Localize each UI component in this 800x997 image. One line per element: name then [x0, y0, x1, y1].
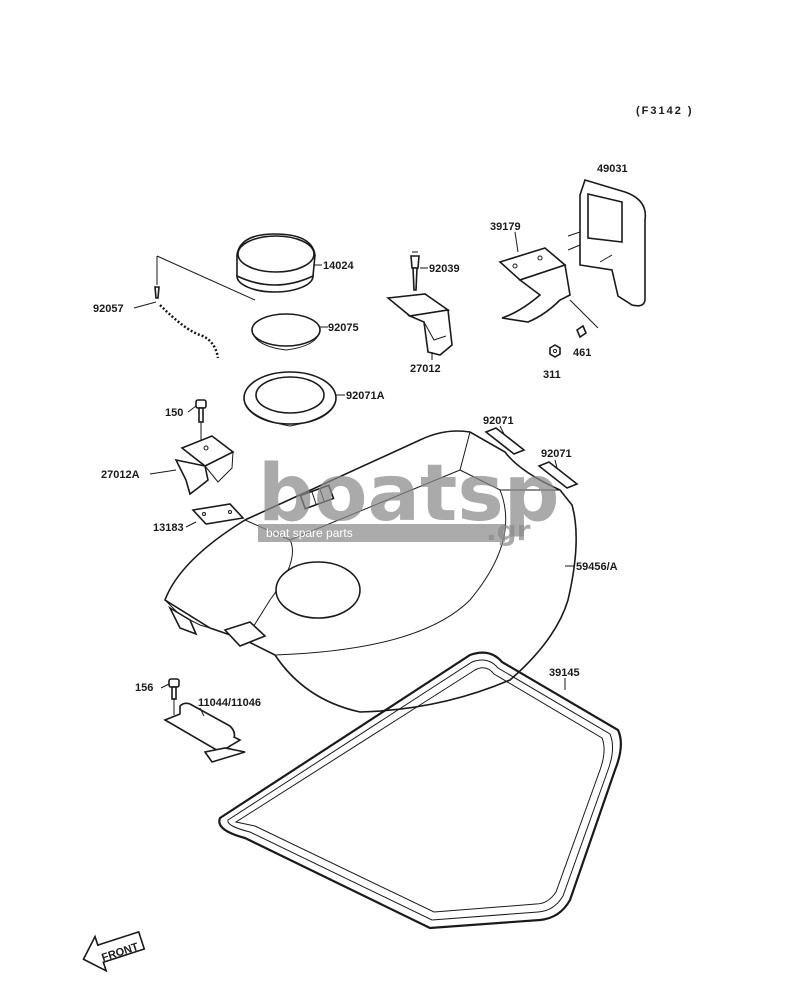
part-59456A-hood[interactable]	[164, 430, 577, 713]
part-14024-cap[interactable]	[236, 233, 316, 293]
part-27012-bracket[interactable]	[386, 293, 453, 356]
label-59456A[interactable]: 59456/A	[576, 561, 618, 573]
part-150-bolt[interactable]	[195, 399, 207, 440]
part-92075-disc[interactable]	[251, 313, 321, 351]
diagram-code: (F3142 )	[636, 105, 694, 117]
part-39179-bracket[interactable]	[498, 247, 571, 323]
label-27012[interactable]: 27012	[410, 363, 441, 375]
label-92057[interactable]: 92057	[93, 303, 124, 315]
part-92057-chain[interactable]	[154, 255, 256, 359]
watermark-tagline: boat spare parts	[266, 526, 353, 540]
part-49031-panel[interactable]	[567, 179, 647, 307]
label-150[interactable]: 150	[165, 407, 183, 419]
label-49031[interactable]: 49031	[597, 163, 628, 175]
part-92071-strip-left[interactable]	[484, 427, 526, 455]
label-92071-right[interactable]: 92071	[541, 448, 572, 460]
label-92039[interactable]: 92039	[429, 263, 460, 275]
label-92071-left[interactable]: 92071	[483, 415, 514, 427]
front-arrow-icon	[82, 930, 146, 973]
label-14024[interactable]: 14024	[323, 260, 354, 272]
label-11044-11046[interactable]: 11044/11046	[198, 697, 261, 709]
part-11044-handle[interactable]	[163, 702, 246, 763]
label-461[interactable]: 461	[573, 347, 591, 359]
label-39145[interactable]: 39145	[549, 667, 580, 679]
label-27012A[interactable]: 27012A	[101, 469, 140, 481]
label-92071A[interactable]: 92071A	[346, 390, 385, 402]
label-92075[interactable]: 92075	[328, 322, 359, 334]
label-311[interactable]: 311	[543, 369, 561, 381]
label-13183[interactable]: 13183	[153, 522, 184, 534]
part-92039-bolt[interactable]	[410, 251, 420, 291]
part-13183-pad[interactable]	[191, 503, 245, 525]
label-39179[interactable]: 39179	[490, 221, 521, 233]
part-156-bolt[interactable]	[168, 678, 180, 715]
part-92071A-ring[interactable]	[243, 371, 337, 427]
label-156[interactable]: 156	[135, 682, 153, 694]
part-27012A-bracket[interactable]	[174, 435, 235, 496]
watermark-suffix: .gr	[486, 514, 531, 547]
part-461-fastener[interactable]	[569, 299, 599, 339]
part-92071-strip-right[interactable]	[537, 461, 579, 489]
part-39145-seal[interactable]	[218, 651, 622, 930]
part-311-nut[interactable]	[549, 344, 561, 358]
watermark-logo: boatsp boat spare parts .gr	[258, 449, 560, 547]
